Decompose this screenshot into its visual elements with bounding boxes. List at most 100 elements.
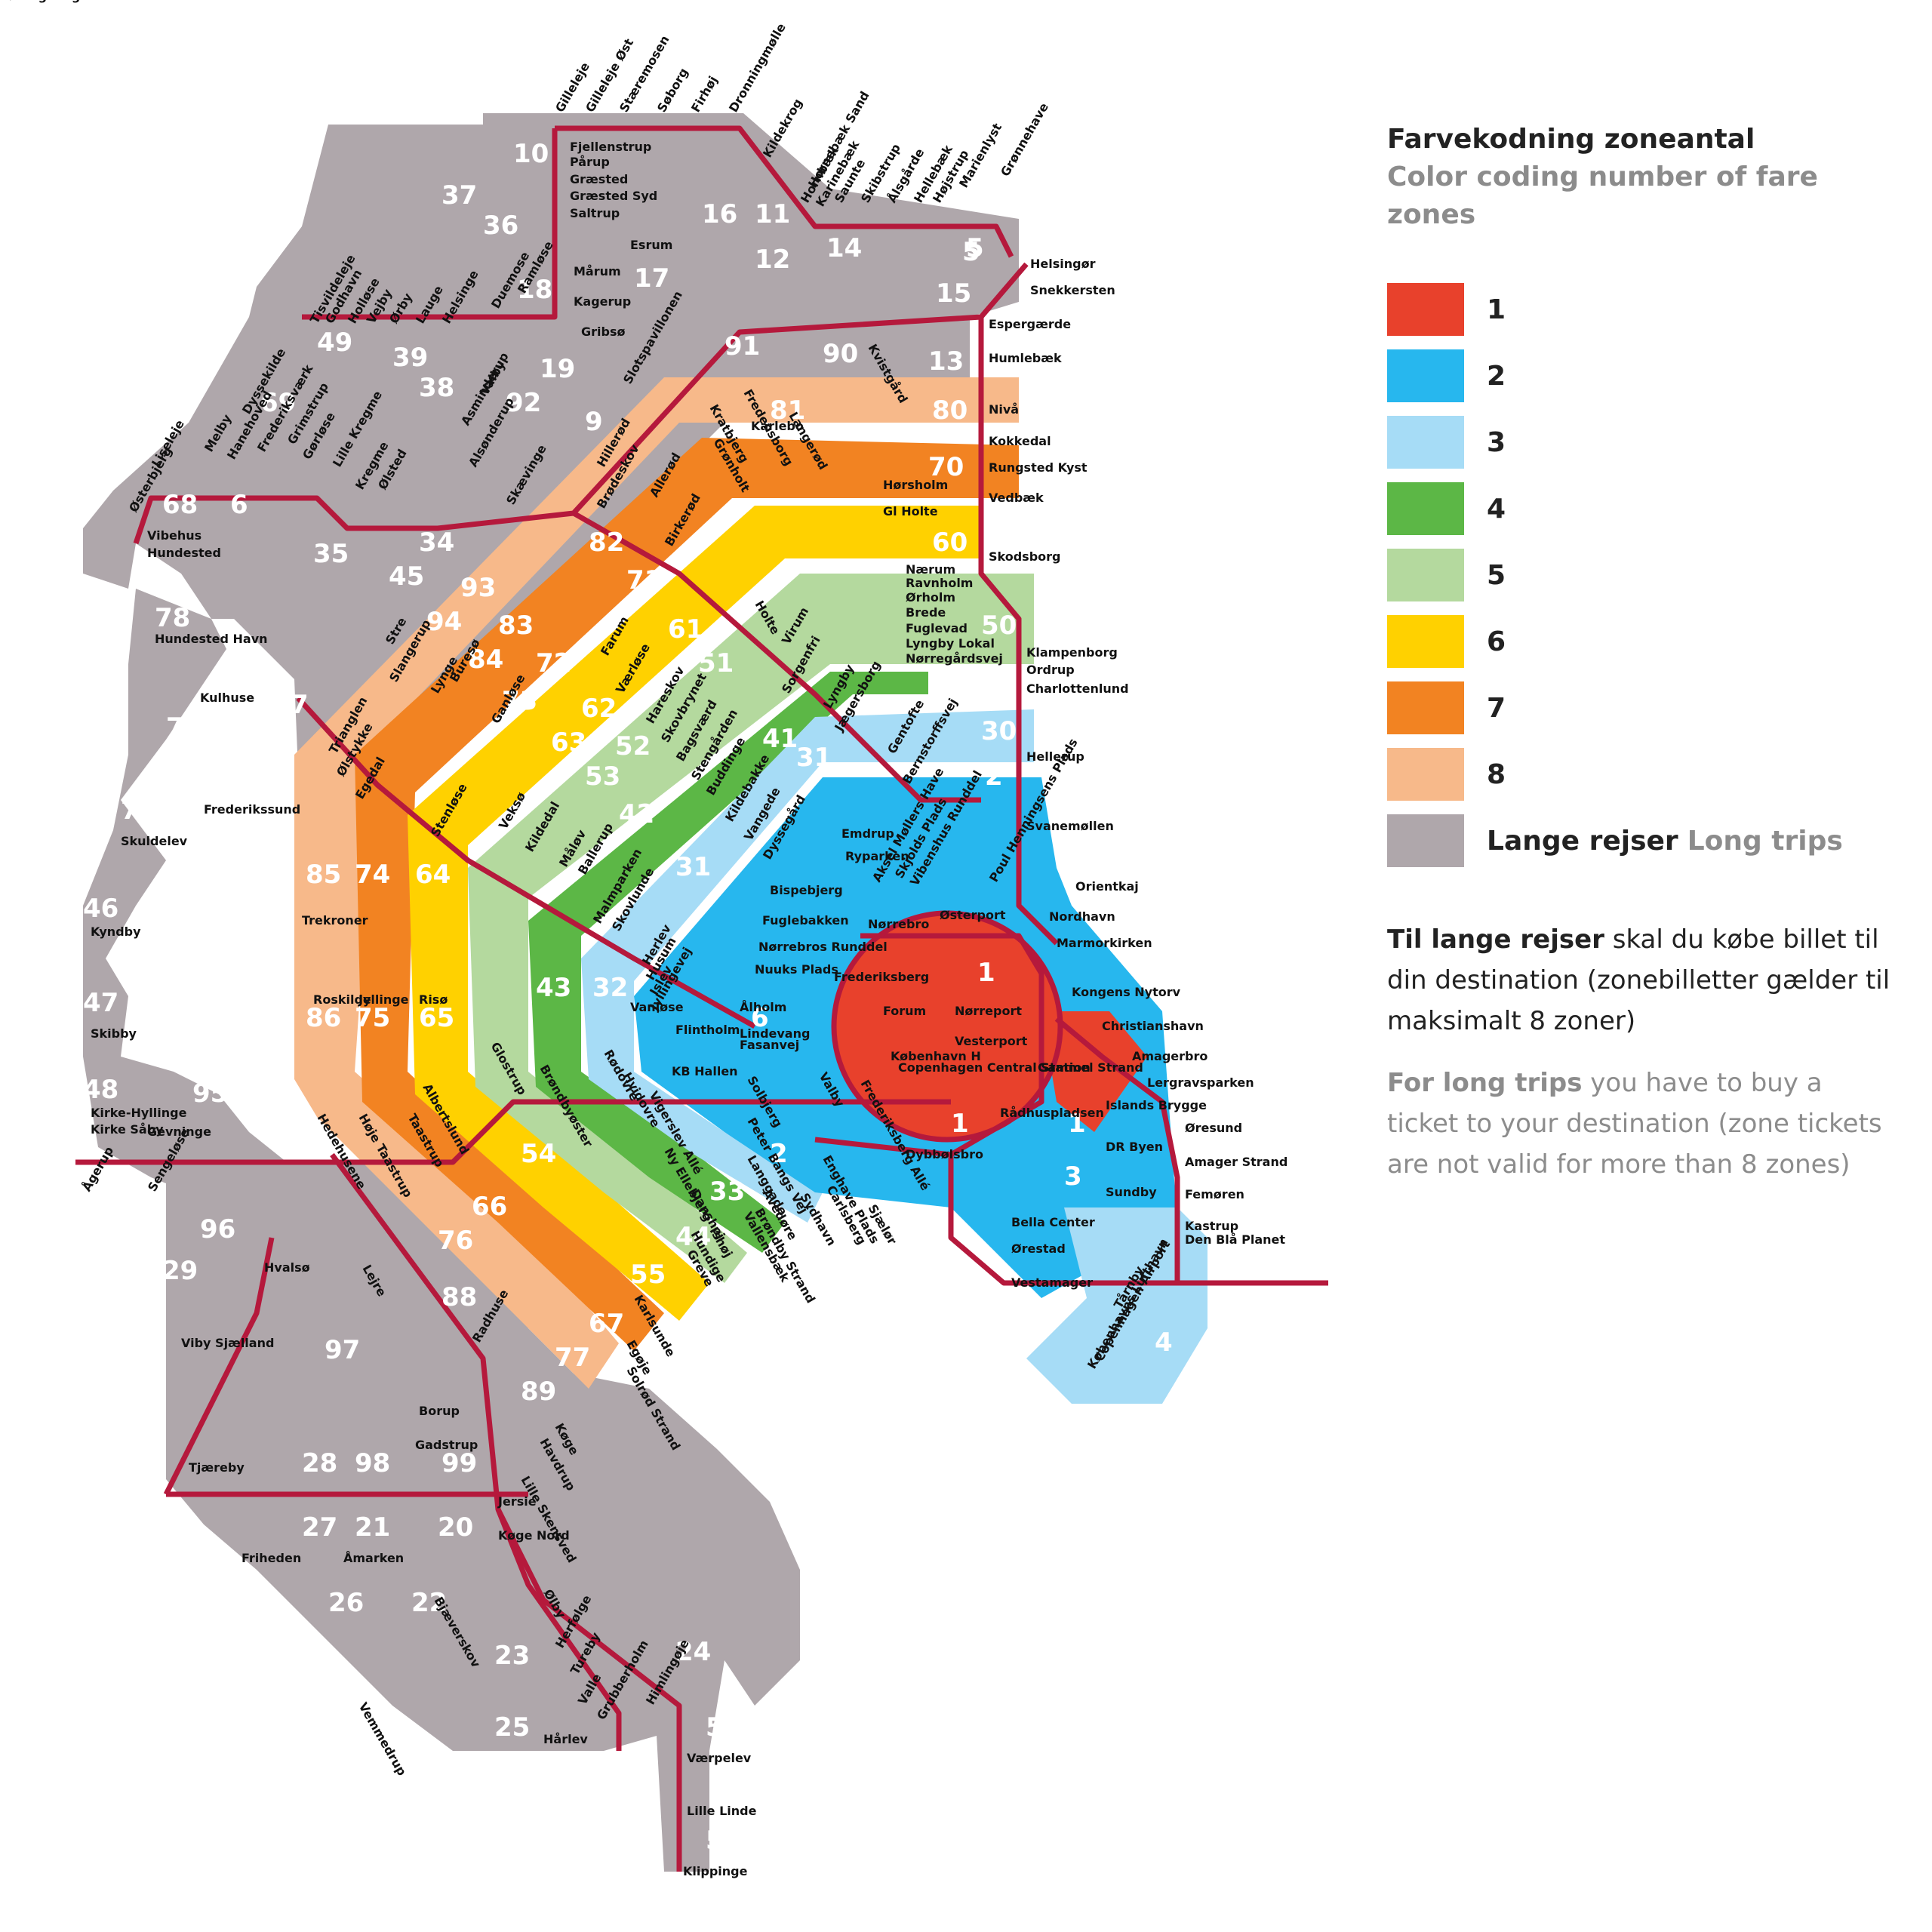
zone-number: 31 <box>796 743 832 773</box>
station-label: Vedbæk <box>989 491 1044 505</box>
station-label: Fuglevad <box>906 621 968 635</box>
zone-number: 6 <box>230 490 248 520</box>
station-label: Køge Nord <box>498 1528 570 1543</box>
station-label: Orientkaj <box>1075 879 1139 894</box>
station-label: Hellerup <box>1026 749 1084 764</box>
legend: Farvekodning zoneantal Color coding numb… <box>1387 121 1900 1185</box>
station-label: Ørestad <box>1011 1241 1066 1256</box>
station-label: Christianshavn <box>1102 1019 1204 1033</box>
station-label: Lille Linde <box>687 1804 757 1818</box>
zone-number: 3 <box>1064 1161 1082 1192</box>
legend-label: 6 <box>1487 626 1506 657</box>
zone-number: 72 <box>536 648 571 678</box>
rail-line-airport <box>948 1155 1328 1286</box>
station-label: St. Heddinge <box>0 0 88 3</box>
long-trip-note-english-text: you have to buy a ticket to your destina… <box>1387 1068 1882 1180</box>
station-label: Friheden <box>242 1551 301 1565</box>
zone-number: 78 <box>155 603 190 633</box>
zone-number: 1 <box>1068 1109 1086 1139</box>
legend-item-6: 6 <box>1387 608 1900 675</box>
station-label: Øresund <box>1185 1121 1242 1135</box>
station-label: Nørrebros Runddel <box>758 940 888 954</box>
station-label: Snekkersten <box>1030 283 1115 297</box>
legend-swatch <box>1387 482 1464 535</box>
zone-number: 54 <box>521 1139 556 1169</box>
zone-number: 4 <box>1155 1327 1173 1358</box>
zone-number: 10 <box>513 139 549 169</box>
fare-zone-map: 1 1 1 2 2 2 3 30 31 31 32 33 4 40 41 42 … <box>0 0 1328 1878</box>
zone-number: 2 <box>770 1139 788 1169</box>
zone-number: 64 <box>415 860 451 890</box>
zone-number: 38 <box>419 373 454 403</box>
zone-number: 47 <box>83 988 118 1018</box>
station-label: Islands Brygge <box>1106 1098 1207 1112</box>
station-label: KB Hallen <box>672 1064 738 1078</box>
station-label: Ravnholm <box>906 576 973 590</box>
zone-number: 52 <box>615 731 651 761</box>
zone-number: 91 <box>724 331 760 361</box>
zone-area-1 <box>834 913 1060 1140</box>
legend-label: Lange rejser <box>1487 825 1678 857</box>
zone-area-3 <box>581 709 1034 1223</box>
zone-number: 81 <box>770 395 805 426</box>
zone-number: 71 <box>626 565 662 595</box>
station-label: Amagerbro <box>1132 1049 1208 1063</box>
station-label: Rådhuspladsen <box>1000 1106 1104 1120</box>
zone-number: 43 <box>536 973 571 1003</box>
zone-number: 37 <box>441 180 477 211</box>
zone-number: 28 <box>302 1448 337 1478</box>
station-label: Kagerup <box>574 294 631 309</box>
station-label: Charlottenlund <box>1026 681 1129 696</box>
legend-swatch <box>1387 615 1464 668</box>
legend-item-2: 2 <box>1387 343 1900 409</box>
station-label: Ørholm <box>906 590 955 605</box>
zone-number: 89 <box>521 1377 556 1407</box>
zone-number: 74 <box>355 860 390 890</box>
zone-number: 8 <box>245 1078 263 1109</box>
station-label: Copenhagen Central Station <box>898 1060 1091 1075</box>
station-label: Flintholm <box>675 1023 740 1037</box>
zone-number: 66 <box>472 1192 507 1222</box>
legend-item-4: 4 <box>1387 475 1900 542</box>
station-label: Nordhavn <box>1049 909 1115 924</box>
station-label: Græsted Syd <box>570 189 657 203</box>
station-label: Sundby <box>1106 1185 1157 1199</box>
zone-number: 44 <box>675 1222 711 1252</box>
legend-swatch <box>1387 814 1464 867</box>
zone-number: 97 <box>325 1335 360 1365</box>
station-label: Kastrup <box>1185 1219 1238 1233</box>
zone-number: 86 <box>306 1003 341 1033</box>
station-label: Ålholm <box>740 1000 786 1014</box>
station-label: Åmarken <box>343 1551 404 1565</box>
rail-line-inner-ring <box>831 910 1063 1143</box>
station-label: Klippinge <box>683 1864 748 1878</box>
zone-number: 56 <box>706 1712 741 1743</box>
zone-number: 48 <box>83 1075 118 1105</box>
zone-area-7 <box>355 438 1019 1351</box>
legend-label-english: Long trips <box>1687 825 1843 857</box>
station-label: Frederikssund <box>204 802 300 817</box>
zone-number: 53 <box>585 761 620 792</box>
station-label: Helsingør <box>1030 257 1096 271</box>
station-label: Kyndby <box>91 924 141 939</box>
zone-number: 32 <box>592 973 628 1003</box>
zone-number: 65 <box>419 1003 454 1033</box>
zone-number: 51 <box>698 648 734 678</box>
zone-number: 33 <box>709 1177 745 1207</box>
station-label: Bispebjerg <box>770 883 843 897</box>
station-label: Vestamager <box>1011 1275 1093 1290</box>
long-trip-note-bold: Til lange rejser <box>1387 924 1604 955</box>
station-label: Marmorkirken <box>1057 936 1152 950</box>
station-label: Nørrebro <box>868 917 929 931</box>
zone-number: 30 <box>981 716 1017 746</box>
station-label: Østerport <box>940 908 1006 922</box>
station-label: Hvalsø <box>264 1260 310 1275</box>
station-label: Viby Sjælland <box>181 1336 274 1350</box>
station-label: Klampenborg <box>1026 645 1118 660</box>
station-label: Vesterport <box>955 1034 1028 1048</box>
station-label: Ordrup <box>1026 663 1075 677</box>
station-label: Kokkedal <box>989 434 1051 448</box>
zone-number: 60 <box>932 528 968 558</box>
zone-number: 1 <box>951 1109 969 1139</box>
zone-number: 61 <box>668 614 703 645</box>
